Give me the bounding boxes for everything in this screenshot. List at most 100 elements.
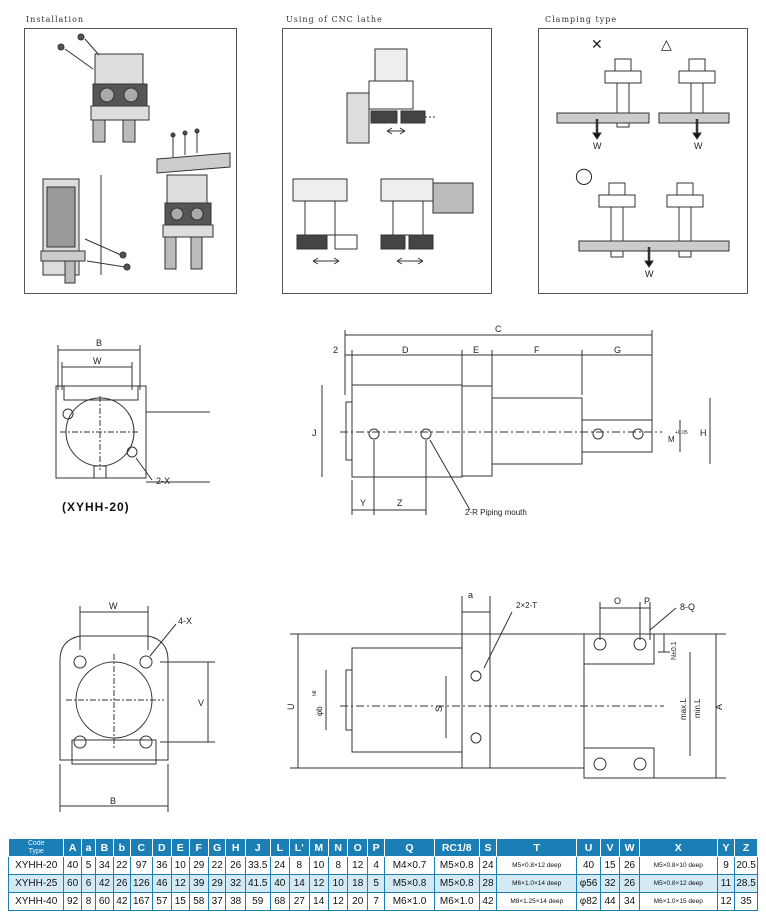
- spec-cell: M6×1.0: [384, 892, 435, 911]
- column-header-q: Q: [384, 838, 435, 857]
- column-header-c: C: [130, 838, 153, 857]
- spec-cell: 9: [716, 856, 736, 875]
- dim-N: N±0.1: [671, 641, 678, 660]
- spec-cell: 12: [171, 874, 190, 893]
- spec-cell: 12: [716, 892, 736, 911]
- dim-W-side: W: [93, 356, 102, 366]
- column-header-w: W: [619, 838, 640, 857]
- spec-cell: 5: [366, 874, 386, 893]
- dim-W-front: W: [109, 601, 118, 611]
- spec-cell: 42: [95, 874, 114, 893]
- spec-cell: 12: [327, 892, 349, 911]
- dim-a: a: [468, 590, 473, 600]
- spec-cell: φ82: [576, 892, 601, 911]
- column-header-n: N: [327, 838, 349, 857]
- dim-Y: Y: [360, 498, 366, 508]
- column-header-g: G: [207, 838, 227, 857]
- spec-cell: 33.5: [244, 856, 271, 875]
- spec-cell: 26: [619, 856, 640, 875]
- spec-cell: 40: [576, 856, 601, 875]
- column-header-t: T: [496, 838, 578, 857]
- column-header-p: P: [366, 838, 386, 857]
- dim-4X: 4-X: [178, 616, 192, 626]
- spec-cell: 44: [599, 892, 621, 911]
- dim-J: J: [312, 428, 317, 438]
- spec-cell: 58: [188, 892, 210, 911]
- model-label: (XYHH-20): [62, 500, 130, 514]
- code-header: Code: [27, 839, 45, 847]
- caption-cnc-lathe: Using of CNC lathe: [286, 15, 383, 24]
- dim-S: S: [434, 706, 444, 712]
- spec-cell: 12: [308, 874, 329, 893]
- column-header-u: U: [576, 838, 601, 857]
- spec-cell: 18: [347, 874, 368, 893]
- spec-cell: M5×0.8: [384, 874, 435, 893]
- dim-M: M: [668, 435, 675, 444]
- dim-B-side: B: [96, 338, 102, 348]
- spec-cell: 40: [269, 874, 291, 893]
- spec-cell: M8×1.25×14 deep: [496, 892, 578, 911]
- spec-cell: 38: [225, 892, 246, 911]
- dim-D: D: [402, 345, 409, 355]
- dim-U: U: [286, 704, 296, 711]
- type-header: Type: [28, 847, 44, 855]
- dim-V: V: [198, 698, 204, 708]
- spec-cell: 28.5: [734, 874, 758, 893]
- column-header-s: S: [478, 838, 498, 857]
- dim-P: P: [644, 596, 650, 606]
- spec-cell: 20: [347, 892, 368, 911]
- spec-cell: 24: [269, 856, 291, 875]
- spec-cell: 14: [289, 874, 310, 893]
- spec-cell: 4: [366, 856, 386, 875]
- dim-2: 2: [333, 345, 338, 355]
- spec-cell: 8: [80, 892, 97, 911]
- symbol-bad: ✕: [591, 36, 603, 52]
- spec-cell: 10: [171, 856, 190, 875]
- column-header-l: L': [289, 838, 310, 857]
- model-cell: XYHH-20: [7, 856, 65, 875]
- spec-cell: 34: [95, 856, 114, 875]
- spec-cell: M5×0.8: [433, 856, 480, 875]
- spec-cell: 60: [95, 892, 114, 911]
- spec-cell: 97: [130, 856, 153, 875]
- clamping-type-illustration: ✕ △ ◯ W W W: [556, 36, 730, 279]
- spec-cell: 15: [599, 856, 621, 875]
- spec-cell: 42: [478, 892, 498, 911]
- dim-B-front: B: [110, 796, 116, 806]
- spec-cell: 40: [63, 856, 82, 875]
- spec-cell: 5: [80, 856, 97, 875]
- spec-cell: 15: [171, 892, 190, 911]
- spec-cell: 60: [63, 874, 82, 893]
- spec-cell: 11: [716, 874, 736, 893]
- spec-cell: M6×1.0: [433, 892, 480, 911]
- column-header-b: b: [112, 838, 132, 857]
- spec-cell: 36: [151, 856, 173, 875]
- spec-cell: 35: [734, 892, 758, 911]
- symbol-ok: △: [661, 36, 672, 52]
- spec-cell: 26: [112, 874, 132, 893]
- column-header-d: D: [151, 838, 173, 857]
- column-header-m: M: [308, 838, 329, 857]
- spec-cell: M5×0.8×10 deep: [638, 856, 718, 875]
- spec-cell: 26: [225, 856, 246, 875]
- column-header-l: L: [269, 838, 291, 857]
- dim-M-tolerance: +0.05: [675, 430, 688, 436]
- spec-cell: 6: [80, 874, 97, 893]
- dim-Z: Z: [397, 498, 403, 508]
- spec-cell: M4×0.7: [384, 856, 435, 875]
- spec-cell: 28: [478, 874, 498, 893]
- dim-max-L: max.L: [679, 698, 688, 720]
- dim-H: H: [700, 428, 707, 438]
- clamping-type-panel: ✕ △ ◯ W W W: [538, 28, 748, 294]
- dim-C: C: [495, 324, 502, 334]
- spec-cell: 26: [619, 874, 640, 893]
- spec-cell: 92: [63, 892, 82, 911]
- spec-cell: 42: [112, 892, 132, 911]
- dim-b: φb: [315, 706, 324, 716]
- spec-cell: 126: [130, 874, 153, 893]
- spec-cell: 10: [308, 856, 329, 875]
